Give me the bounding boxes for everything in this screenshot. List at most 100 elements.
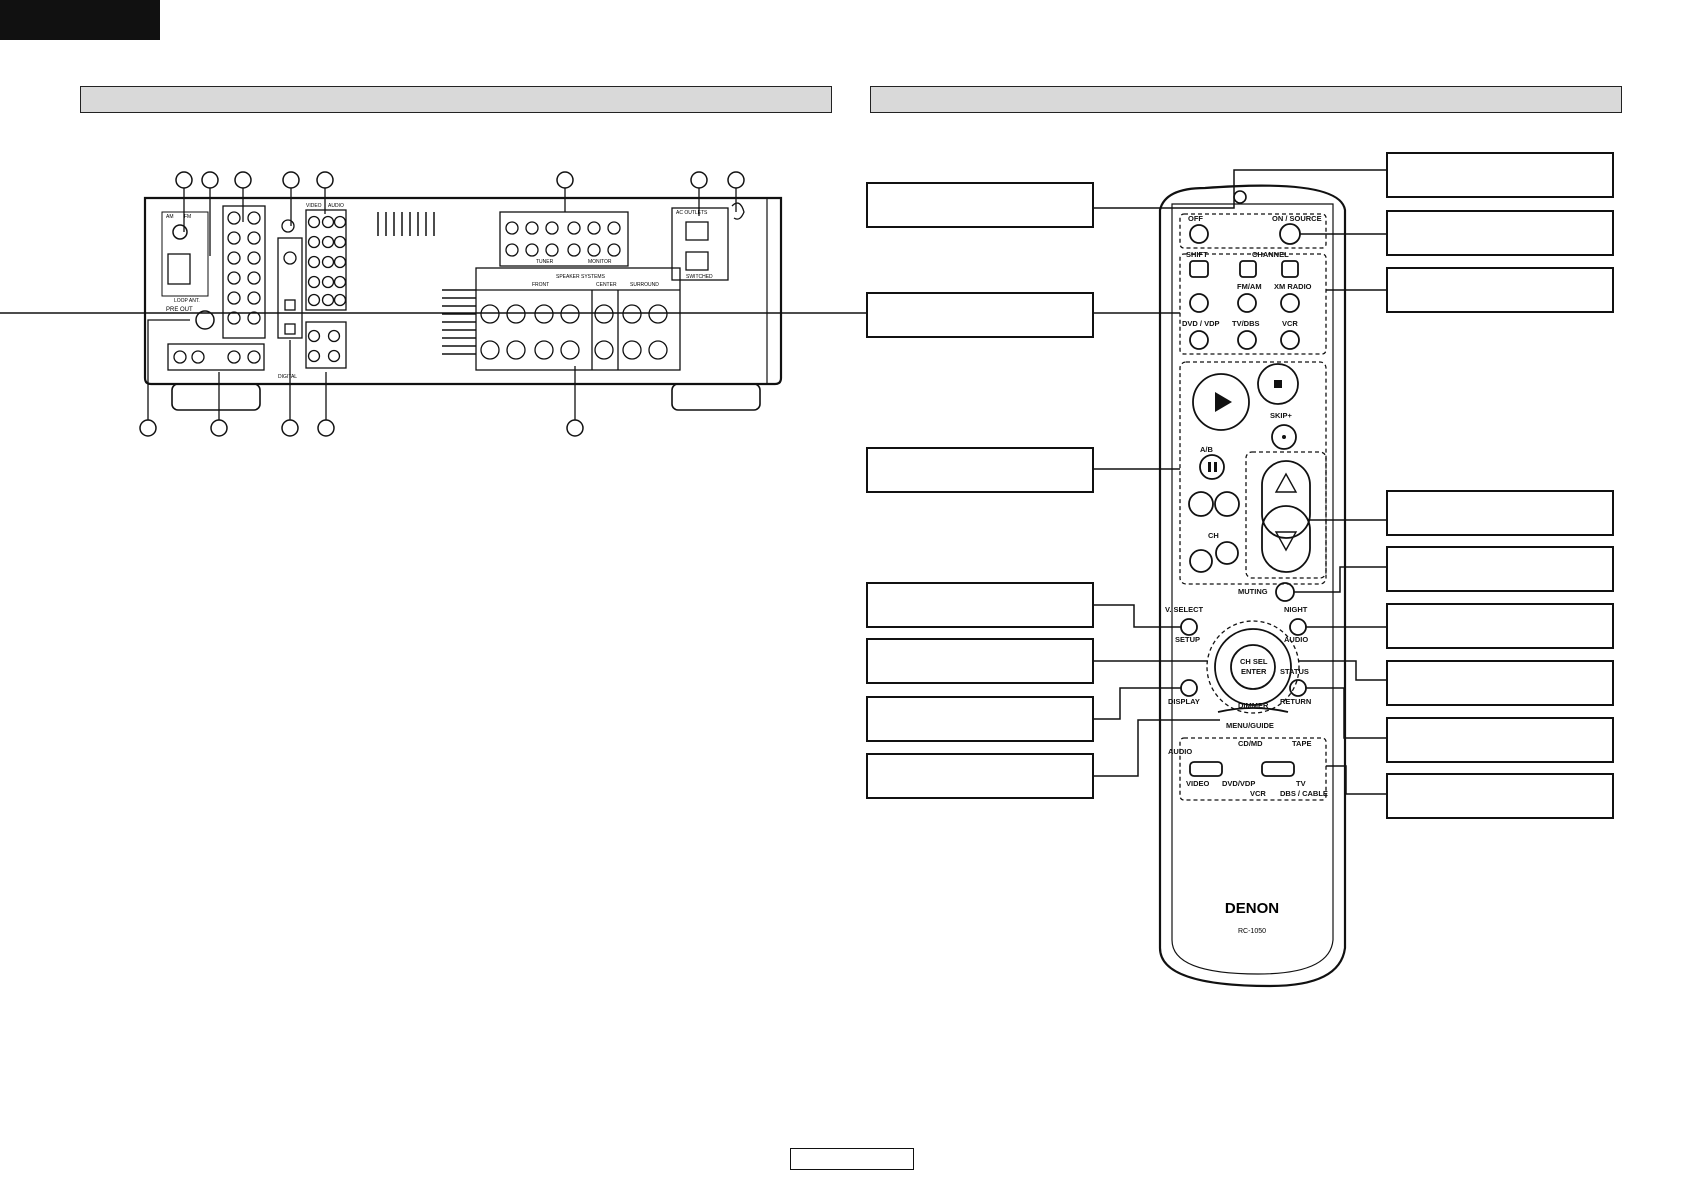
dvd-vdp-button[interactable] <box>1189 330 1209 350</box>
ac-outlets <box>671 202 745 281</box>
off-label: OFF <box>1188 214 1203 223</box>
center-label: CENTER <box>596 282 617 288</box>
rear-panel-diagram: AM FM LOOP ANT. PRE OUT DIGITAL <box>139 171 783 437</box>
tuner-label: TUNER <box>536 259 554 265</box>
dvd-vdp-switch-label: DVD/VDP <box>1222 779 1255 788</box>
volume-up-button[interactable] <box>1261 460 1311 539</box>
vcr-switch-label: VCR <box>1250 789 1266 798</box>
ventilation-slots <box>377 212 476 355</box>
skip-plus-button[interactable] <box>1271 424 1297 450</box>
audio-switch-label: AUDIO <box>1168 747 1192 756</box>
vcr-button[interactable] <box>1280 330 1300 350</box>
pause-icon <box>1208 462 1211 472</box>
dimmer-menu-guide-button[interactable] <box>1217 707 1289 713</box>
ch-minus-button[interactable] <box>1189 549 1213 573</box>
xm-radio-label: XM RADIO <box>1274 282 1312 291</box>
display-button[interactable] <box>1180 679 1198 697</box>
ch-sel-enter-button[interactable] <box>1230 644 1276 690</box>
shift-label: SHIFT <box>1186 250 1208 259</box>
video-label: VIDEO <box>306 203 322 209</box>
fm-label: FM <box>184 214 191 220</box>
dbs-cable-label: DBS / CABLE <box>1280 789 1328 798</box>
v-select-setup-button[interactable] <box>1180 618 1198 636</box>
volume-down-button[interactable] <box>1261 505 1311 573</box>
channel-minus-button[interactable] <box>1239 260 1257 278</box>
ch-plus-button[interactable] <box>1215 541 1239 565</box>
speaker-systems-label: SPEAKER SYSTEMS <box>556 274 606 280</box>
digital-input-section <box>277 219 303 339</box>
audio-label: AUDIO <box>328 203 344 209</box>
skip-plus-label: SKIP+ <box>1270 411 1293 420</box>
tv-dbs-button[interactable] <box>1237 330 1257 350</box>
night-audio-button[interactable] <box>1289 618 1307 636</box>
channel-plus-button[interactable] <box>1281 260 1299 278</box>
front-label: FRONT <box>532 282 549 288</box>
cursor-pad[interactable] <box>1214 628 1292 706</box>
dvd-vdp-label: DVD / VDP <box>1182 319 1220 328</box>
callout-box-ir-emitter <box>1386 152 1614 198</box>
cd-md-label: CD/MD <box>1238 739 1263 748</box>
audio-video-switch[interactable] <box>1189 761 1223 777</box>
fm-am-label: FM/AM <box>1237 282 1262 291</box>
off-button[interactable] <box>1189 224 1209 244</box>
callout-box-night-audio <box>1386 603 1614 649</box>
volume-button-group <box>1245 451 1327 579</box>
monitor-label: MONITOR <box>588 259 612 265</box>
remote-body <box>1158 184 1347 988</box>
surround-label: SURROUND <box>630 282 659 288</box>
remote-control-diagram: OFF ON / SOURCE SHIFT CHANNEL FM/AM XM R… <box>0 169 1386 988</box>
volume-down-icon <box>1274 531 1298 552</box>
ac-outlets-label: AC OUTLETS <box>676 210 708 216</box>
fm-am-button[interactable] <box>1237 293 1257 313</box>
model-label: RC-1050 <box>1238 928 1266 935</box>
callout-box-enter <box>1386 660 1614 706</box>
device-mode-switch[interactable] <box>1261 761 1295 777</box>
on-source-button[interactable] <box>1279 223 1301 245</box>
ch-sel-label: CH SEL <box>1240 657 1268 666</box>
stop-button[interactable] <box>1257 363 1299 405</box>
callout-box-source-buttons <box>866 292 1094 338</box>
loop-ant-label: LOOP ANT. <box>174 298 200 304</box>
pre-out-label: PRE OUT <box>166 307 193 313</box>
display-label: DISPLAY <box>1168 697 1200 706</box>
remote-section-header <box>870 86 1622 113</box>
cd-button[interactable] <box>1189 293 1209 313</box>
ir-emitter <box>1233 190 1247 204</box>
night-label: NIGHT <box>1284 605 1308 614</box>
status-return-button[interactable] <box>1289 679 1307 697</box>
status-label: STATUS <box>1280 667 1309 676</box>
volume-up-icon <box>1274 472 1298 493</box>
callout-box-shift-channel <box>1386 267 1614 313</box>
callout-box-cursor <box>866 638 1094 684</box>
muting-label: MUTING <box>1238 587 1268 596</box>
digital-label: DIGITAL <box>278 374 297 380</box>
switched-label: SWITCHED <box>686 274 713 280</box>
callout-box-power <box>1386 210 1614 256</box>
brand-logo: DENON <box>1225 900 1279 917</box>
callout-box-muting <box>1386 546 1614 592</box>
callout-box-menu-guide <box>866 753 1094 799</box>
am-label: AM <box>166 214 174 220</box>
callout-box-volume <box>1386 490 1614 536</box>
component-video-section <box>499 211 629 267</box>
pause-button[interactable] <box>1199 454 1225 480</box>
page-number-box <box>790 1148 914 1170</box>
dimmer-label: DIMMER <box>1238 701 1269 710</box>
pre-out-jacks <box>167 343 265 371</box>
play-button[interactable] <box>1192 373 1250 431</box>
channel-label: CHANNEL <box>1252 250 1289 259</box>
muting-button[interactable] <box>1275 582 1295 602</box>
rewind-button[interactable] <box>1188 491 1214 517</box>
v-select-label: V. SELECT <box>1165 605 1203 614</box>
return-label: RETURN <box>1280 697 1311 706</box>
shift-button[interactable] <box>1189 260 1209 278</box>
language-tab <box>0 0 160 40</box>
xm-radio-button[interactable] <box>1280 293 1300 313</box>
fast-forward-button[interactable] <box>1214 491 1240 517</box>
audio-label-remote: AUDIO <box>1284 635 1308 644</box>
callout-box-display <box>866 696 1094 742</box>
video-audio-jack-section <box>305 209 347 369</box>
setup-label: SETUP <box>1175 635 1200 644</box>
speaker-terminals <box>475 267 681 371</box>
rear-panel-section-header <box>80 86 832 113</box>
